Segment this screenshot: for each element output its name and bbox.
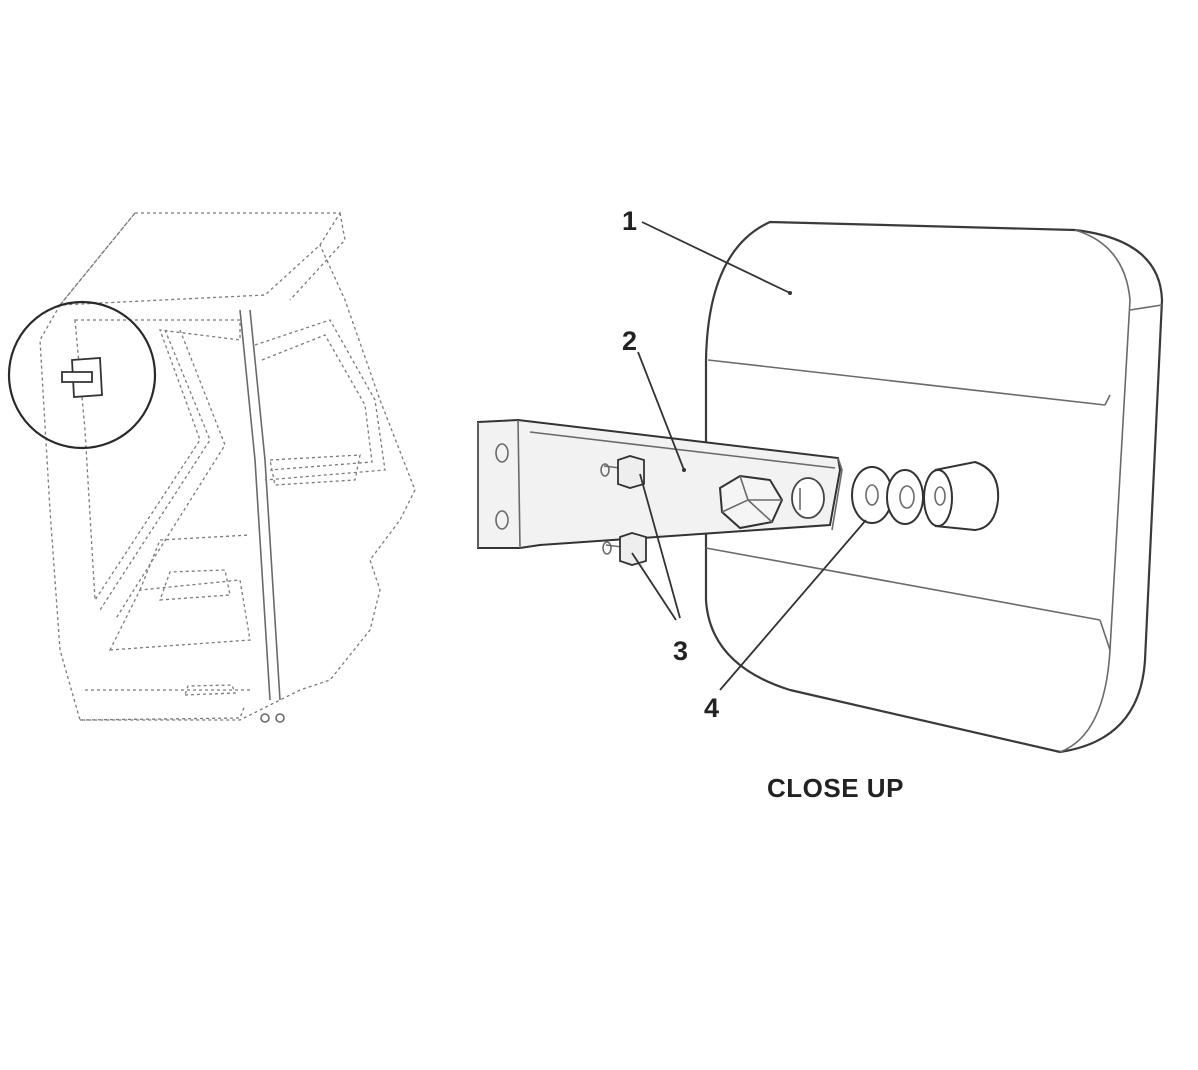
callout-1: 1 <box>622 206 637 236</box>
callout-3: 3 <box>673 636 688 666</box>
washer-stack <box>851 460 1000 532</box>
detail-circle <box>7 300 157 450</box>
close-up-caption: CLOSE UP <box>767 773 904 803</box>
stud-lower <box>602 532 647 566</box>
callout-4: 4 <box>704 693 719 723</box>
close-up-assembly: 1 2 3 4 CLOSE UP <box>477 206 1164 803</box>
callout-2: 2 <box>622 326 637 356</box>
stud-upper <box>600 455 645 489</box>
cab-overview <box>7 212 416 723</box>
